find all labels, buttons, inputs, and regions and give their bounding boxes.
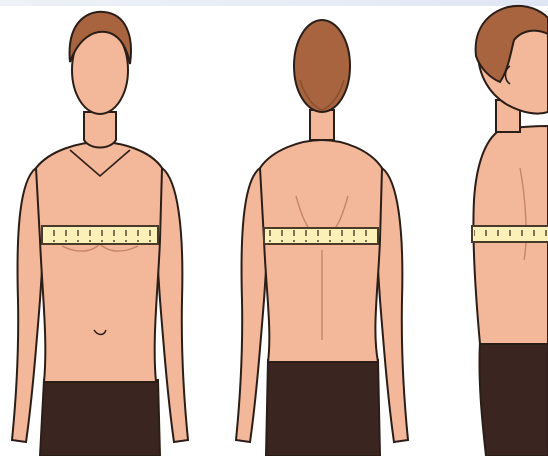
front-neck: [84, 112, 116, 148]
front-figure: [12, 12, 188, 456]
side-figure: [472, 6, 548, 456]
back-head: [294, 20, 350, 112]
back-figure: [236, 20, 408, 456]
back-pants: [266, 360, 380, 456]
back-torso: [260, 140, 382, 362]
side-pants: [479, 342, 548, 456]
front-pants: [40, 380, 160, 456]
front-torso: [36, 142, 162, 382]
